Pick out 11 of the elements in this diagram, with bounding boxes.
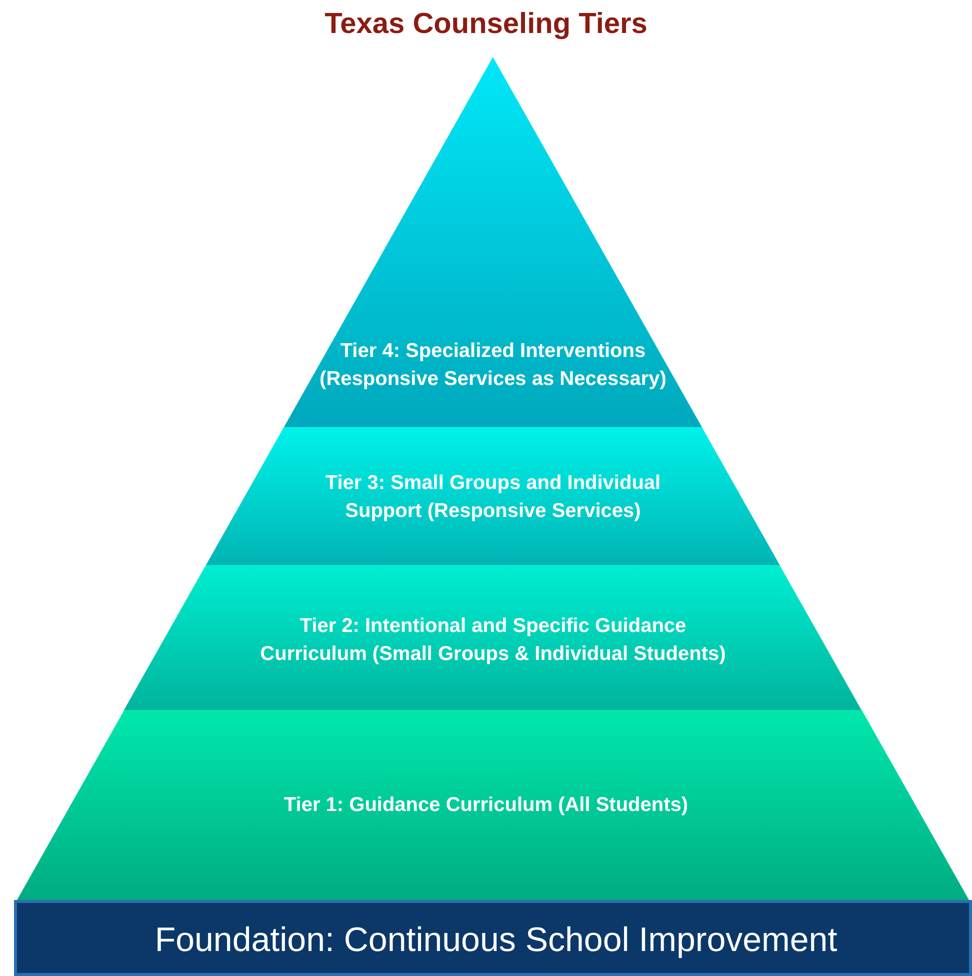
pyramid-tier [206, 427, 780, 565]
pyramid-tier [284, 57, 702, 427]
pyramid-tier [124, 565, 862, 710]
tier-label: Tier 3: Small Groups and Individual Support (Responsive Services) [324, 471, 662, 524]
foundation-label: Foundation: Continuous School Improvement [154, 920, 838, 962]
foundation-bar [14, 900, 972, 976]
tier-label: Tier 4: Specialized Interventions (Responsive Services as Necessary) [318, 339, 668, 392]
tier-label: Tier 1: Guidance Curriculum (All Students) [282, 793, 690, 818]
tier-label: Tier 2: Intentional and Specific Guidance Curriculum (Small Groups & Individual Students) [259, 614, 727, 667]
pyramid-tier [17, 710, 969, 900]
diagram-title: Texas Counseling Tiers [324, 8, 648, 41]
